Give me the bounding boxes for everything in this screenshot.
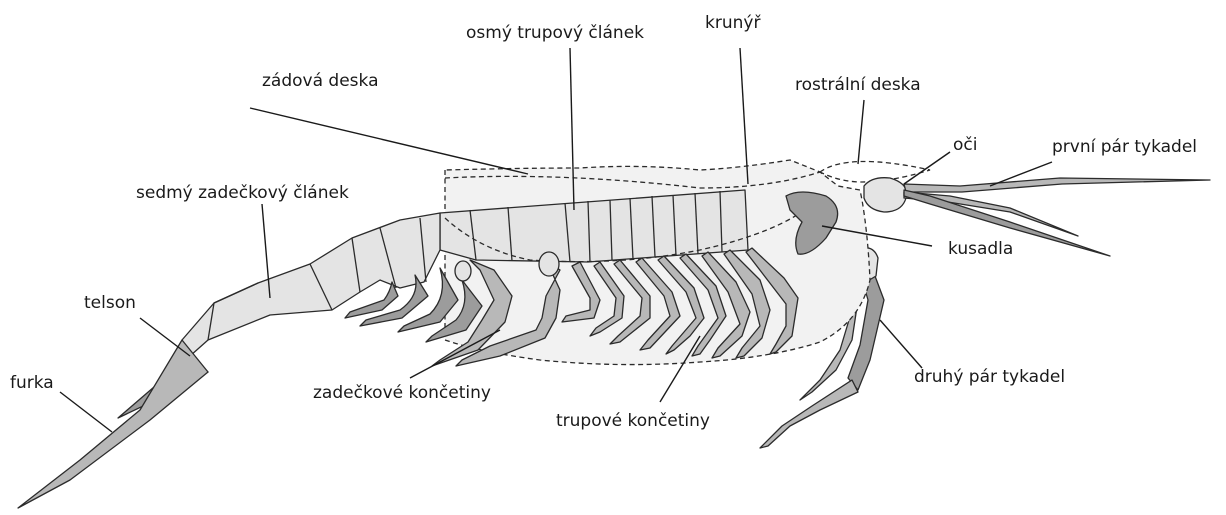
label-zadeckove-koncetiny: zadečkové končetiny <box>313 383 491 403</box>
abdomen <box>182 213 440 356</box>
label-druhy-par-tykadel: druhý pár tykadel <box>914 367 1065 387</box>
label-telson: telson <box>84 293 136 313</box>
telson-furca <box>18 340 208 508</box>
label-prvni-par-tykadel: první pár tykadel <box>1052 137 1197 157</box>
label-oci: oči <box>953 135 977 155</box>
label-sedmy-zadeckovy-clanek: sedmý zadečkový článek <box>136 183 349 203</box>
label-trupove-koncetiny: trupové končetiny <box>556 411 710 431</box>
label-rostralni-deska: rostrální deska <box>795 75 921 95</box>
label-kusadla: kusadla <box>948 239 1013 259</box>
label-krunyr: krunýř <box>705 13 761 33</box>
label-zadova-deska: zádová deska <box>262 71 379 91</box>
eye <box>864 178 907 212</box>
label-furka: furka <box>10 373 54 393</box>
label-osmy-trupovy-clanek: osmý trupový článek <box>466 23 644 43</box>
